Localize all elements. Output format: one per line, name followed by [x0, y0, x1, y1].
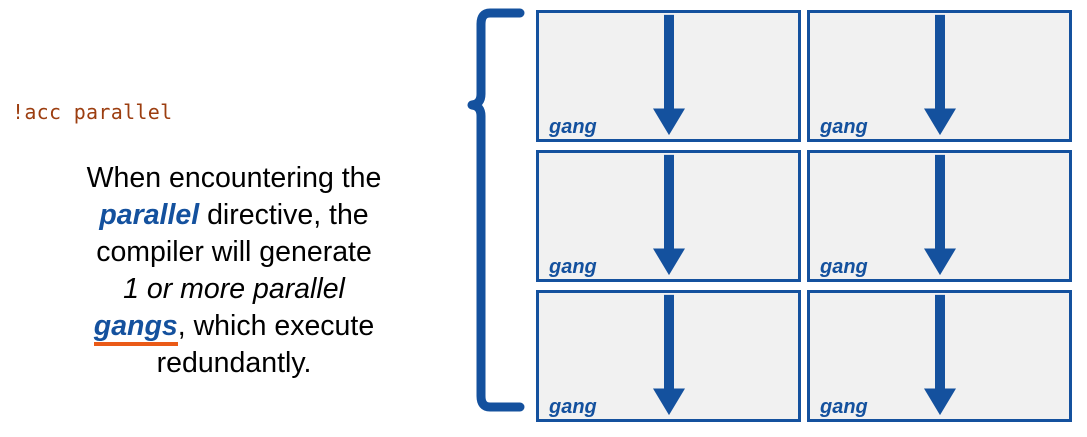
- gang-cell[interactable]: gang: [536, 150, 801, 282]
- left-curly-brace-icon: [467, 8, 525, 412]
- down-arrow-icon: [923, 154, 956, 276]
- description-line-1: When encountering the: [86, 162, 382, 194]
- gang-label: gang: [820, 256, 868, 278]
- gang-label: gang: [549, 256, 597, 278]
- gang-label: gang: [549, 116, 597, 138]
- keyword-parallel: parallel: [99, 199, 200, 231]
- description-line-3: compiler will generate: [96, 236, 372, 268]
- keyword-one-or-more-parallel: 1 or more parallel: [123, 273, 345, 305]
- gang-grid: gang gang gang gang gang gang: [536, 10, 1072, 422]
- down-arrow-icon: [923, 14, 956, 136]
- down-arrow-icon: [652, 154, 685, 276]
- description-line-5-tail: , which execute: [177, 310, 375, 342]
- gang-cell[interactable]: gang: [536, 10, 801, 142]
- down-arrow-icon: [652, 14, 685, 136]
- explanation-panel: !acc parallel When encountering the para…: [0, 0, 450, 432]
- gang-cell[interactable]: gang: [807, 150, 1072, 282]
- gang-label: gang: [820, 396, 868, 418]
- gang-label: gang: [549, 396, 597, 418]
- gang-label: gang: [820, 116, 868, 138]
- description-line-6: redundantly.: [156, 347, 312, 379]
- directive-code-text: !acc parallel: [12, 100, 173, 124]
- gang-cell[interactable]: gang: [807, 10, 1072, 142]
- description-line-2-tail: directive, the: [199, 199, 369, 231]
- gang-cell[interactable]: gang: [536, 290, 801, 422]
- down-arrow-icon: [652, 294, 685, 416]
- down-arrow-icon: [923, 294, 956, 416]
- keyword-gangs: gangs: [93, 310, 178, 346]
- gang-cell[interactable]: gang: [807, 290, 1072, 422]
- description-text: When encountering the parallel directive…: [30, 160, 438, 382]
- brace-container: [450, 0, 530, 432]
